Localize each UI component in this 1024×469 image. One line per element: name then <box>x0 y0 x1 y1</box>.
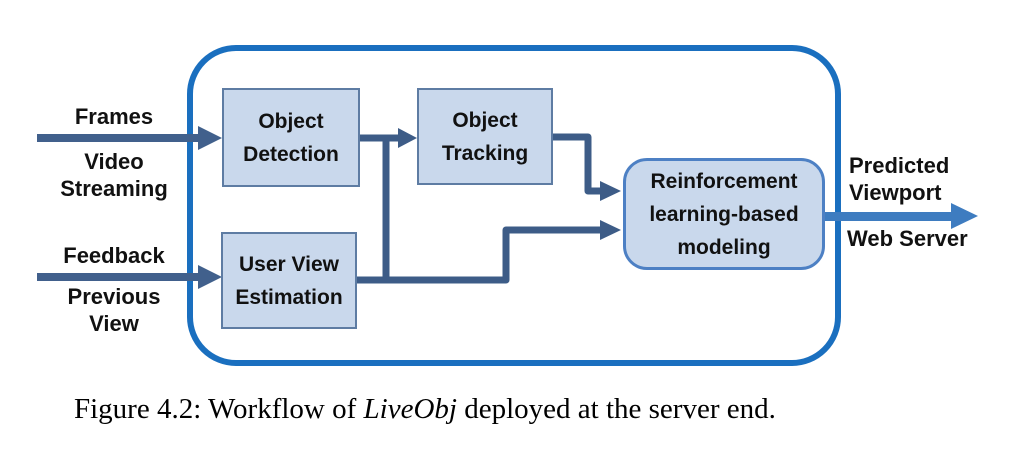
feedback-arrow-shaft <box>37 273 198 281</box>
caption-prefix: Figure 4.2: Workflow of <box>74 393 364 425</box>
frames-label: Frames <box>74 104 154 129</box>
web-server-label: Web Server <box>847 226 968 251</box>
caption-system-name: LiveObj <box>363 393 457 425</box>
edge-userview-to-reinforcement <box>357 226 600 284</box>
arrowhead-tracking-to-reinforcement <box>600 181 621 201</box>
video-streaming-label: Video Streaming <box>60 149 168 201</box>
predicted-viewport-label: Predicted Viewport <box>849 153 950 205</box>
arrowhead-detection-to-tracking <box>398 128 417 148</box>
video-streaming-arrow-shaft <box>37 134 198 142</box>
feedback-arrowhead <box>198 265 222 289</box>
predicted-viewport-arrow-shaft <box>823 212 951 221</box>
figure-caption: Figure 4.2: Workflow of LiveObj deployed… <box>74 393 974 426</box>
object-tracking-box: Object Tracking <box>417 88 553 185</box>
reinforcement-modeling-box: Reinforcement learning-based modeling <box>623 158 825 270</box>
previous-view-label: Previous View <box>67 284 161 336</box>
edge-tracking-to-reinforcement <box>553 133 600 195</box>
object-detection-box: Object Detection <box>222 88 360 187</box>
video-streaming-arrowhead <box>198 126 222 150</box>
server-container-outline <box>187 45 841 366</box>
feedback-label: Feedback <box>63 243 165 268</box>
predicted-viewport-arrowhead <box>951 203 978 229</box>
caption-suffix: deployed at the server end. <box>456 393 776 425</box>
user-view-estimation-box: User View Estimation <box>221 232 357 329</box>
arrowhead-userview-to-reinforcement <box>600 220 621 240</box>
